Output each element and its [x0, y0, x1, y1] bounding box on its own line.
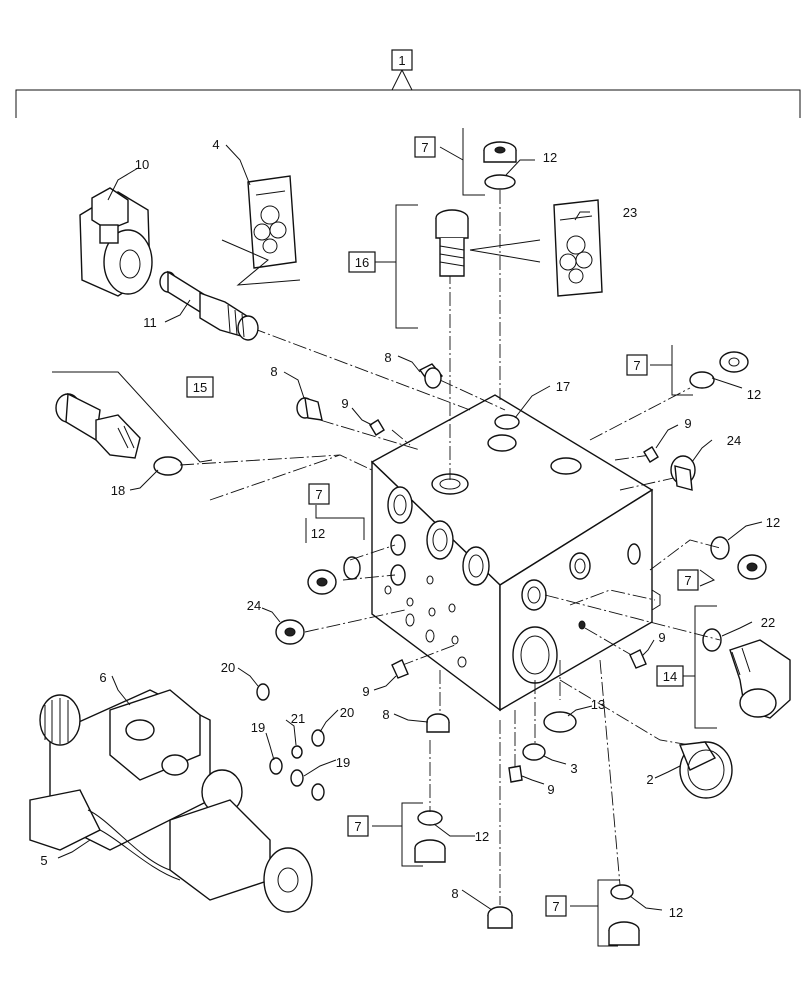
- assembly-centerlines: [179, 190, 721, 905]
- seal-kit-bag-4: [221, 175, 301, 286]
- plug-with-oring-right-upper: [689, 351, 749, 389]
- callout-box: [677, 569, 699, 591]
- callout-label-9: 9: [658, 630, 665, 645]
- callout-label-24: 24: [727, 433, 741, 448]
- solenoid-stem: [159, 270, 259, 341]
- plug-8-lower: [426, 713, 450, 733]
- callout-label-6: 6: [99, 670, 106, 685]
- callout-label-15: 15: [193, 380, 207, 395]
- callout-box: [414, 136, 436, 158]
- screw-9-left-lower: [391, 659, 409, 679]
- callout-label-18: 18: [111, 483, 125, 498]
- oring-3: [522, 743, 546, 761]
- elbow-fitting-14: [702, 628, 791, 719]
- callout-label-7: 7: [684, 573, 691, 588]
- callout-label-12: 12: [747, 387, 761, 402]
- plug-24-lower: [275, 619, 305, 645]
- callout-label-20: 20: [340, 705, 354, 720]
- callout-box: [347, 815, 369, 837]
- plug-with-oring-bottom-right: [608, 884, 640, 946]
- callout-label-12: 12: [475, 829, 489, 844]
- callout-label-8: 8: [451, 886, 458, 901]
- callout-label-22: 22: [761, 615, 775, 630]
- callout-label-11: 11: [143, 315, 157, 330]
- callout-label-9: 9: [547, 782, 554, 797]
- callout-label-23: 23: [623, 205, 637, 220]
- callout-label-3: 3: [570, 761, 577, 776]
- small-orings: [256, 683, 325, 801]
- callout-box: [656, 665, 684, 687]
- callout-label-16: 16: [355, 255, 369, 270]
- plug-2: [679, 741, 733, 799]
- valve-manifold-block: [370, 394, 661, 712]
- callout-box: [348, 251, 376, 273]
- solenoid-coil: [79, 187, 153, 297]
- plug-16: [435, 209, 469, 277]
- screw-9-right: [643, 446, 659, 463]
- callout-box: [626, 354, 648, 376]
- callout-label-20: 20: [221, 660, 235, 675]
- screw-9-upper: [369, 419, 385, 436]
- plug-8-upper: [418, 363, 444, 389]
- callout-label-9: 9: [341, 396, 348, 411]
- callout-label-12: 12: [543, 150, 557, 165]
- callout-label-8: 8: [382, 707, 389, 722]
- assembly-bracket: [15, 68, 801, 118]
- callout-label-8: 8: [384, 350, 391, 365]
- callout-label-7: 7: [552, 899, 559, 914]
- oring-13: [543, 711, 577, 733]
- plug-with-oring-top: [483, 141, 517, 190]
- directional-control-valve: [29, 689, 313, 913]
- fitting-15: [55, 392, 141, 459]
- plug-8-bottom: [487, 906, 513, 929]
- callout-label-8: 8: [270, 364, 277, 379]
- seal-kit-bag-23: [553, 199, 603, 297]
- callout-label-13: 13: [591, 697, 605, 712]
- screw-9-bottom: [508, 765, 523, 783]
- callout-label-21: 21: [291, 711, 305, 726]
- callout-box: [391, 49, 413, 71]
- callout-label-12: 12: [766, 515, 780, 530]
- callout-box: [186, 376, 214, 398]
- group-brackets: [305, 128, 717, 947]
- callout-label-12: 12: [669, 905, 683, 920]
- callout-label-19: 19: [251, 720, 265, 735]
- plug-24-upper: [670, 455, 696, 491]
- plug-8-left: [296, 397, 323, 421]
- callout-label-5: 5: [40, 853, 47, 868]
- callout-label-9: 9: [362, 684, 369, 699]
- leader-lines: [57, 144, 763, 911]
- callout-label-14: 14: [663, 669, 677, 684]
- callout-label-9: 9: [684, 416, 691, 431]
- callout-label-12: 12: [311, 526, 325, 541]
- callout-label-7: 7: [315, 487, 322, 502]
- callout-label-7: 7: [421, 140, 428, 155]
- plug-with-oring-left: [307, 556, 361, 595]
- callout-label-17: 17: [556, 379, 570, 394]
- callout-label-19: 19: [336, 755, 350, 770]
- screw-9-right-lower: [629, 649, 647, 669]
- callout-label-24: 24: [247, 598, 261, 613]
- oring-18: [153, 456, 183, 476]
- callout-label-1: 1: [398, 53, 405, 68]
- callout-label-7: 7: [633, 358, 640, 373]
- plug-with-oring-right-mid: [710, 536, 767, 580]
- callout-label-10: 10: [135, 157, 149, 172]
- callout-label-4: 4: [212, 137, 219, 152]
- callout-box: [308, 483, 330, 505]
- callout-box: [545, 895, 567, 917]
- callout-label-2: 2: [646, 772, 653, 787]
- plug-with-oring-bottom-left: [414, 810, 446, 863]
- callout-label-7: 7: [354, 819, 361, 834]
